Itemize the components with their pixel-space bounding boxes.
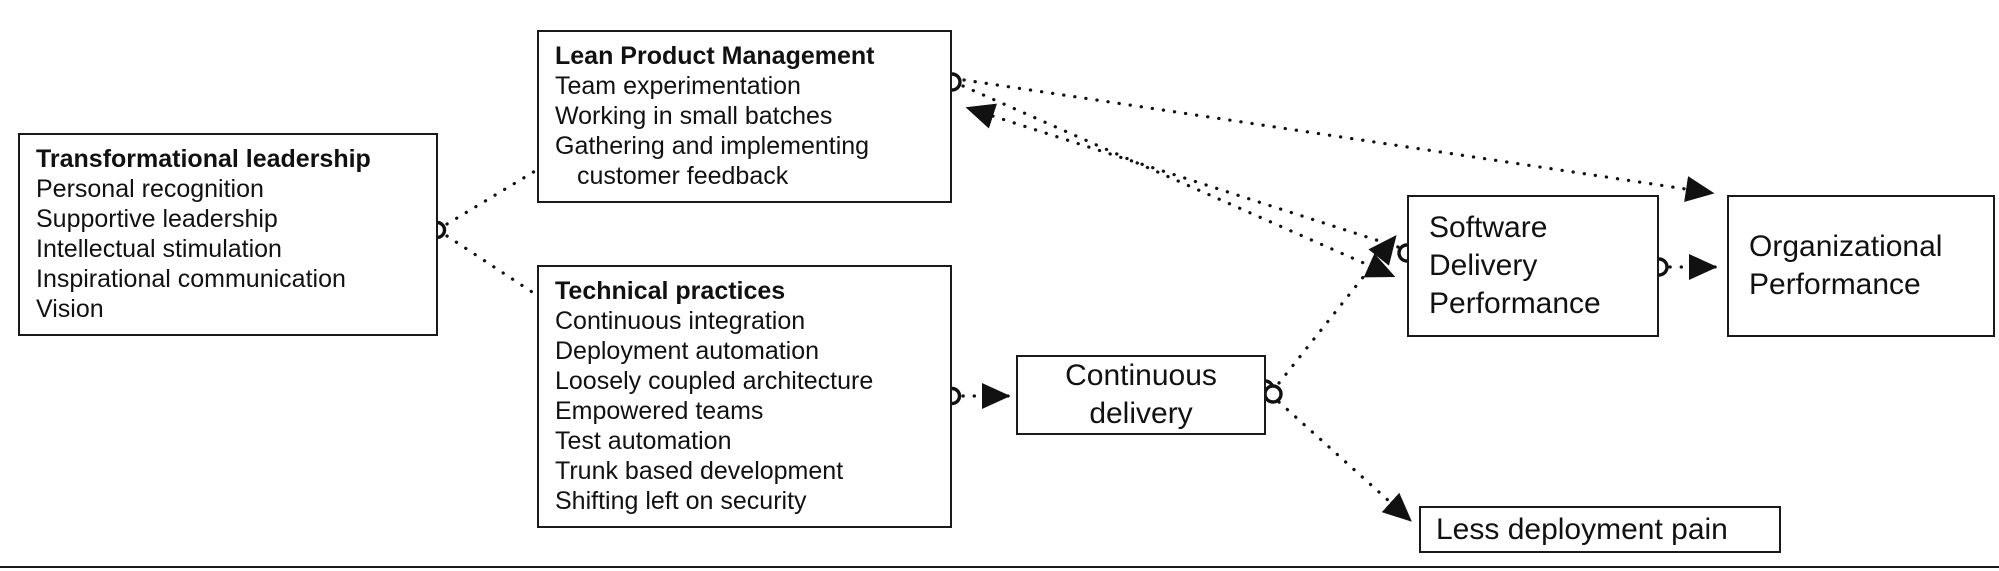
edge-cd-to-pain <box>1277 400 1412 522</box>
node-label-line: Continuous <box>1065 359 1217 392</box>
node-technical-practices[interactable]: Technical practices Continuous integrati… <box>537 265 952 528</box>
edge-lean-to-sdp <box>961 84 1396 278</box>
node-label-group: Organizational Performance <box>1729 228 1954 304</box>
node-label-line: Less deployment pain <box>1436 512 1728 546</box>
node-title: Lean Product Management <box>555 42 875 70</box>
node-label-group: Software Delivery Performance <box>1409 209 1613 323</box>
node-label-line: delivery <box>1089 397 1193 430</box>
edge-port-cd-right-lower <box>1263 384 1283 404</box>
node-item: customer feedback <box>577 162 789 190</box>
node-item: Empowered teams <box>555 397 764 425</box>
node-item: Personal recognition <box>36 175 264 203</box>
edge-lean-to-orgperf <box>962 78 1715 203</box>
node-organizational-performance[interactable]: Organizational Performance <box>1727 195 1995 337</box>
node-item: Gathering and implementing <box>555 132 870 160</box>
node-label-group: Less deployment pain <box>1421 511 1740 549</box>
node-lean-product-management[interactable]: Lean Product Management Team experimenta… <box>537 30 952 203</box>
node-item: Trunk based development <box>555 457 844 485</box>
node-transformational-leadership[interactable]: Transformational leadership Personal rec… <box>18 133 438 336</box>
node-item: Vision <box>36 295 104 323</box>
bottom-divider <box>0 566 1999 568</box>
node-label-line: Organizational <box>1749 230 1943 263</box>
node-item: Supportive leadership <box>36 205 278 233</box>
node-title: Transformational leadership <box>36 145 371 173</box>
edge-cd-to-sdp <box>1277 234 1397 385</box>
edge-sdp-to-lean <box>965 103 1400 249</box>
node-item: Continuous integration <box>555 307 806 335</box>
node-item: Intellectual stimulation <box>36 235 282 263</box>
node-item: Deployment automation <box>555 337 820 365</box>
node-label-line: Delivery <box>1429 249 1538 282</box>
node-continuous-delivery[interactable]: Continuous delivery <box>1016 355 1266 435</box>
node-item: Team experimentation <box>555 72 801 100</box>
node-item: Shifting left on security <box>555 487 807 515</box>
node-less-deployment-pain[interactable]: Less deployment pain <box>1419 506 1781 553</box>
node-label-line: Performance <box>1429 287 1601 320</box>
node-label-line: Performance <box>1749 268 1921 301</box>
node-title: Technical practices <box>555 277 786 305</box>
node-item: Inspirational communication <box>36 265 346 293</box>
node-label-group: Continuous delivery <box>1018 357 1264 433</box>
node-item: Working in small batches <box>555 102 833 130</box>
node-item: Test automation <box>555 427 732 455</box>
node-software-delivery-performance[interactable]: Software Delivery Performance <box>1407 195 1659 337</box>
node-item: Loosely coupled architecture <box>555 367 874 395</box>
node-label-line: Software <box>1429 211 1548 244</box>
